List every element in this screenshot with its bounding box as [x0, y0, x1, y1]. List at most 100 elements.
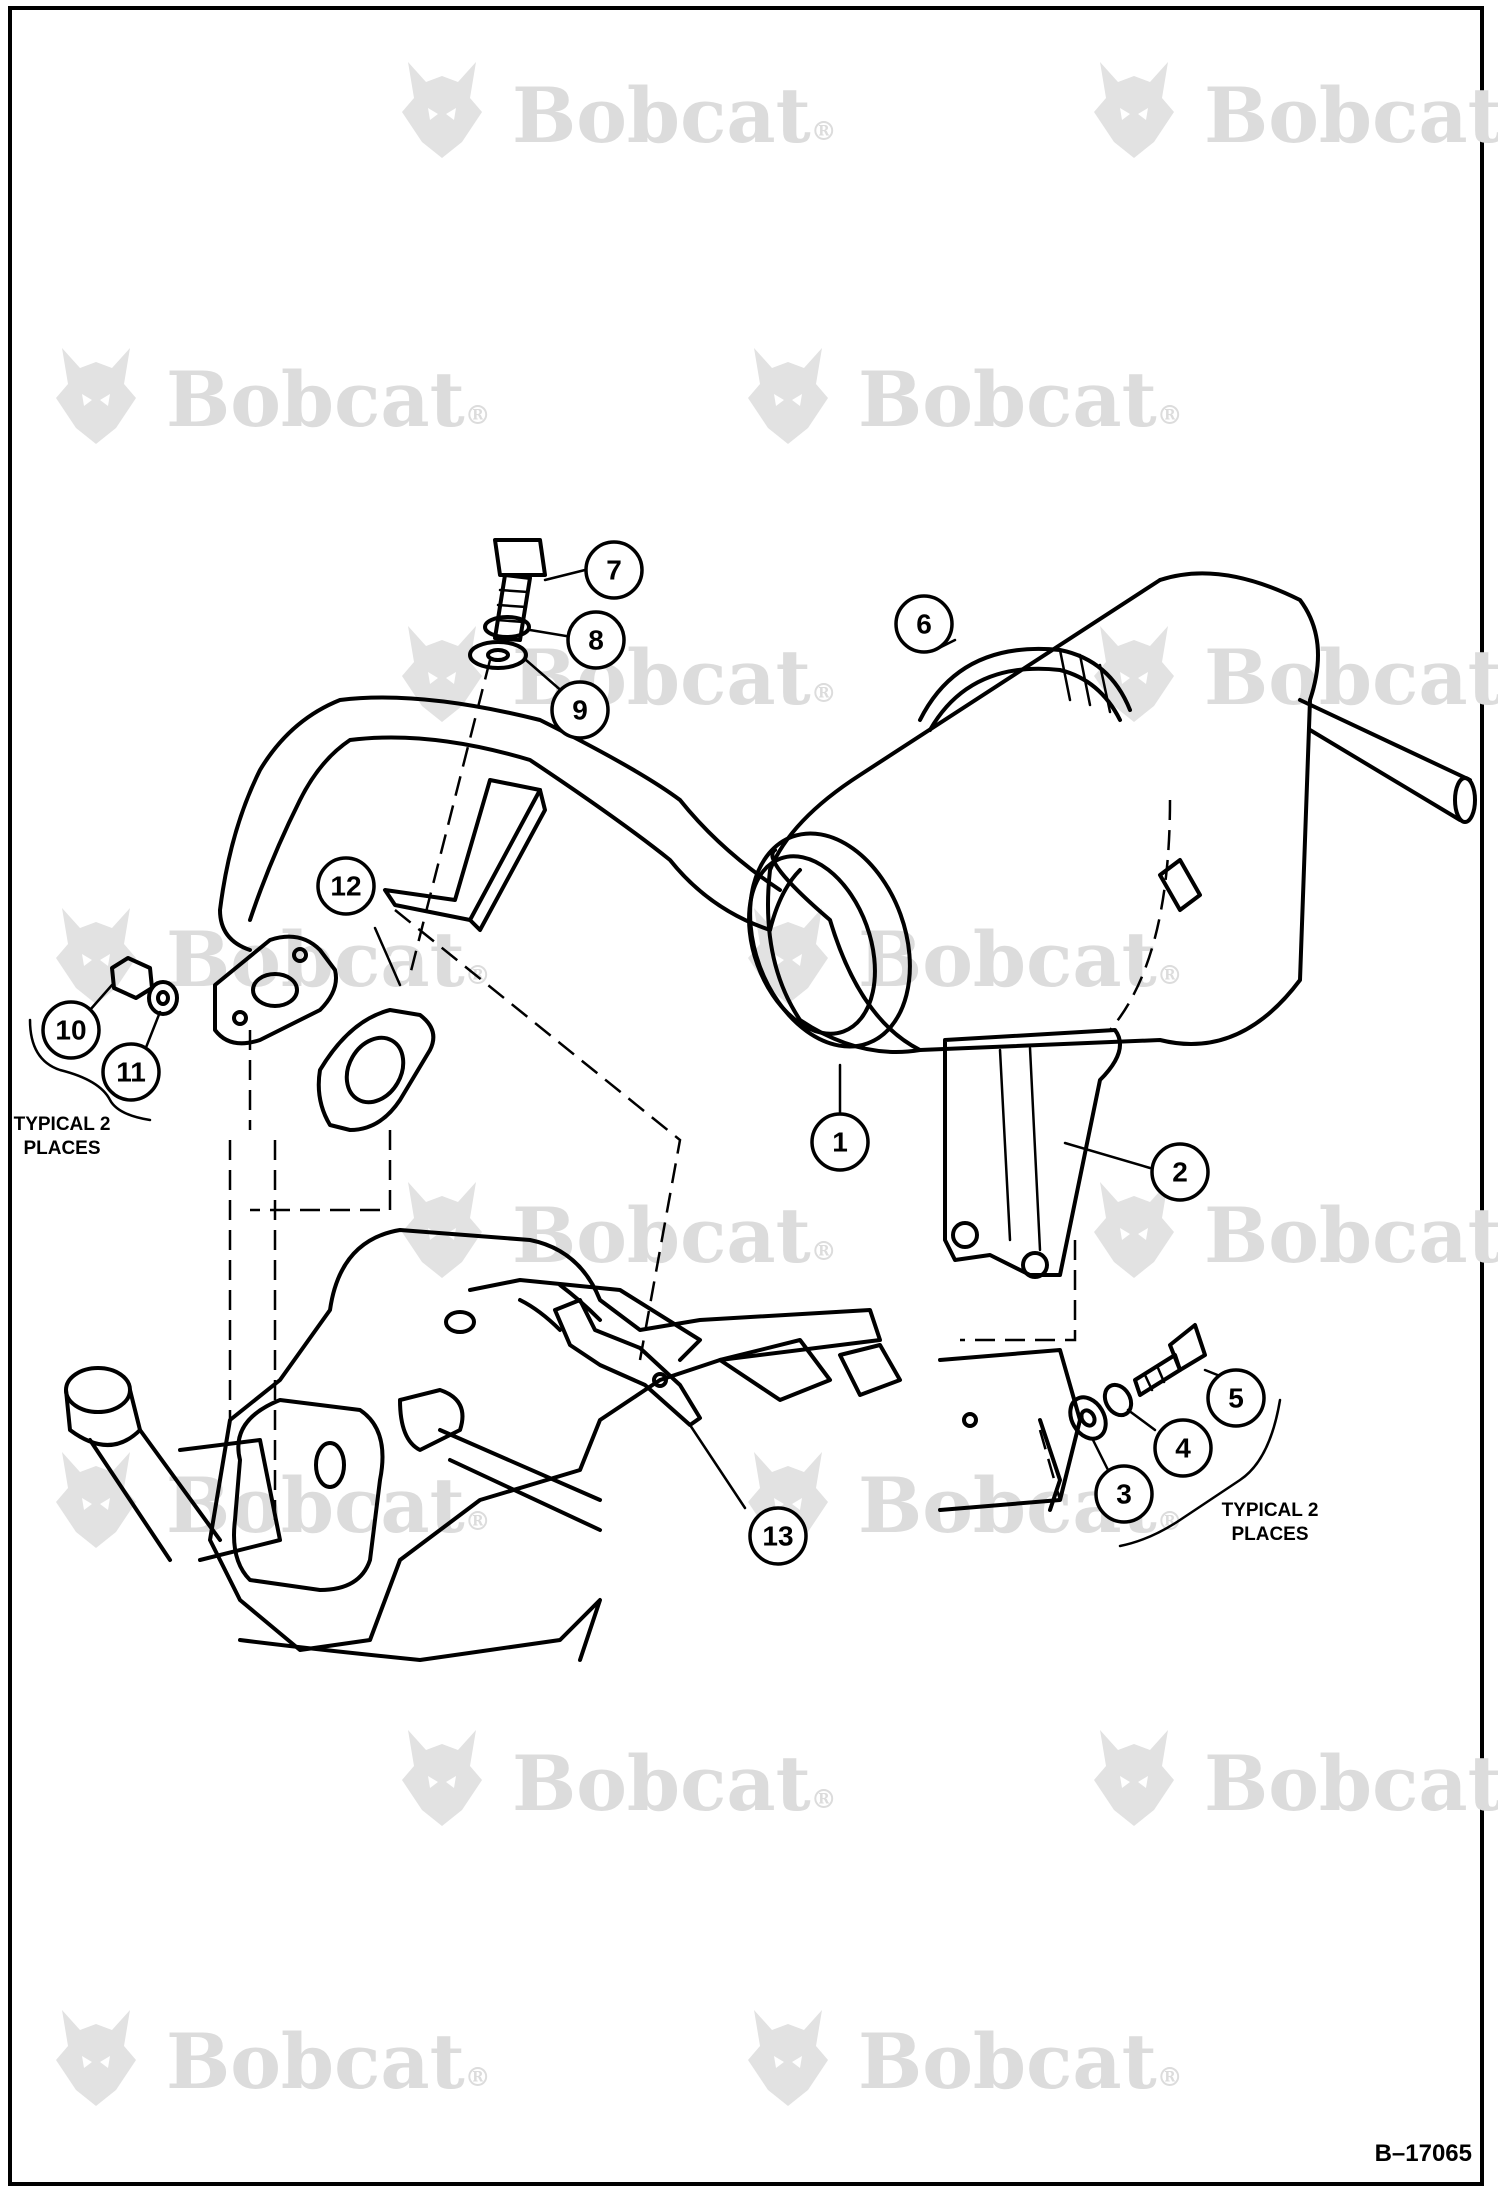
bobcat-logo-icon: [56, 908, 136, 1004]
watermark-text: Bobcat®: [858, 355, 1183, 444]
registered-mark: ®: [811, 117, 837, 147]
watermark: Bobcat®: [402, 62, 837, 160]
svg-text:7: 7: [606, 555, 622, 586]
lock-washer-8: [483, 615, 531, 639]
svg-text:9: 9: [572, 695, 588, 726]
watermark: Bobcat®: [748, 2010, 1183, 2106]
watermark-layer: Bobcat® Bobcat® Bobcat® Bobcat® Bobcat® …: [56, 62, 1498, 2106]
callout-12: 12: [316, 856, 376, 916]
bobcat-logo-icon: [402, 626, 482, 722]
watermark-text: Bobcat®: [166, 355, 491, 444]
watermark: Bobcat®: [1094, 62, 1498, 160]
watermark-text: Bobcat®: [512, 71, 837, 160]
callout-4: 4: [1153, 1418, 1213, 1478]
watermark-text: Bobcat®: [858, 2017, 1183, 2106]
bobcat-logo-icon: [56, 2010, 136, 2106]
registered-mark: ®: [465, 2063, 491, 2093]
lock-washer-11: [147, 980, 179, 1016]
callout-5: 5: [1206, 1368, 1266, 1428]
svg-text:2: 2: [1172, 1157, 1188, 1188]
registered-mark: ®: [1157, 961, 1183, 991]
engine-block: [64, 1228, 902, 1662]
watermark: Bobcat®: [402, 1730, 837, 1828]
watermark: Bobcat®: [748, 908, 1183, 1004]
watermark: Bobcat®: [1094, 626, 1498, 722]
watermark-text: Bobcat®: [1204, 1739, 1498, 1828]
callout-2: 2: [1150, 1142, 1210, 1202]
muffler-strap: [918, 646, 1202, 912]
watermark: Bobcat®: [402, 1182, 837, 1280]
gasket: [316, 1008, 436, 1132]
svg-text:1: 1: [832, 1127, 848, 1158]
pipe-hanger-bracket: [383, 778, 547, 932]
bobcat-logo-icon: [56, 1452, 136, 1548]
callout-7: 7: [584, 540, 644, 600]
svg-text:8: 8: [588, 625, 604, 656]
registered-mark: ®: [811, 1237, 837, 1267]
bobcat-logo-icon: [748, 2010, 828, 2106]
svg-text:4: 4: [1175, 1433, 1191, 1464]
bobcat-logo-icon: [1094, 1730, 1174, 1826]
bobcat-logo-icon: [56, 348, 136, 444]
muffler: [747, 571, 1477, 1054]
bobcat-logo-icon: [748, 348, 828, 444]
svg-text:6: 6: [916, 609, 932, 640]
bobcat-logo-icon: [402, 62, 482, 158]
registered-mark: ®: [811, 679, 837, 709]
pipe-flange: [213, 934, 338, 1046]
svg-text:12: 12: [330, 871, 361, 902]
note-right-typical: TYPICAL 2 PLACES: [1118, 1398, 1319, 1548]
flat-washer-3: [1068, 1395, 1108, 1441]
callout-6: 6: [894, 594, 954, 654]
svg-text:13: 13: [762, 1521, 793, 1552]
watermark: Bobcat®: [1094, 1182, 1498, 1280]
watermark-text: Bobcat®: [1204, 71, 1498, 160]
muffler-support-bracket: [943, 1028, 1122, 1279]
callout-9: 9: [550, 680, 610, 740]
watermark-text: Bobcat®: [1204, 633, 1498, 722]
registered-mark: ®: [465, 401, 491, 431]
bobcat-logo-icon: [1094, 1182, 1174, 1278]
bobcat-logo-icon: [402, 1730, 482, 1826]
registered-mark: ®: [465, 1507, 491, 1537]
callout-11: 11: [101, 1042, 161, 1102]
watermark-text: Bobcat®: [512, 1191, 837, 1280]
svg-text:11: 11: [116, 1057, 146, 1088]
watermark-text: Bobcat®: [1204, 1191, 1498, 1280]
frame-cross-member: [938, 1348, 1082, 1512]
bobcat-logo-icon: [1094, 62, 1174, 158]
registered-mark: ®: [1157, 401, 1183, 431]
drawing-number: B–17065: [1374, 2140, 1472, 2167]
svg-text:10: 10: [55, 1015, 86, 1046]
watermark-text: Bobcat®: [858, 915, 1183, 1004]
note-left-typical: TYPICAL 2 PLACES: [14, 1018, 152, 1159]
callout-3: 3: [1094, 1464, 1154, 1524]
watermark-text: Bobcat®: [166, 2017, 491, 2106]
assembly-lines: [228, 659, 1172, 1520]
flat-washer-9: [468, 640, 528, 670]
exhaust-pipe: [218, 695, 802, 952]
callout-8: 8: [566, 610, 626, 670]
bolt-7: [493, 538, 547, 642]
diagram-sheet: [8, 6, 1484, 2186]
watermark: Bobcat®: [748, 348, 1183, 444]
bobcat-logo-icon: [748, 908, 828, 1004]
registered-mark: ®: [1157, 2063, 1183, 2093]
callout-10: 10: [41, 1000, 101, 1060]
svg-text:TYPICAL 2: TYPICAL 2: [1222, 1500, 1319, 1521]
svg-text:PLACES: PLACES: [1231, 1524, 1308, 1545]
svg-text:TYPICAL 2: TYPICAL 2: [14, 1114, 111, 1135]
svg-text:3: 3: [1116, 1479, 1132, 1510]
bolt-5: [1133, 1323, 1207, 1397]
callout-13: 13: [748, 1506, 808, 1566]
lock-washer-4: [1102, 1382, 1134, 1418]
callout-1: 1: [810, 1112, 870, 1172]
manifold-bracket-13: [553, 1298, 702, 1427]
svg-text:5: 5: [1228, 1383, 1244, 1414]
watermark: Bobcat®: [56, 348, 491, 444]
svg-text:PLACES: PLACES: [23, 1138, 100, 1159]
watermark: Bobcat®: [56, 2010, 491, 2106]
watermark: Bobcat®: [1094, 1730, 1498, 1828]
watermark-text: Bobcat®: [512, 1739, 837, 1828]
